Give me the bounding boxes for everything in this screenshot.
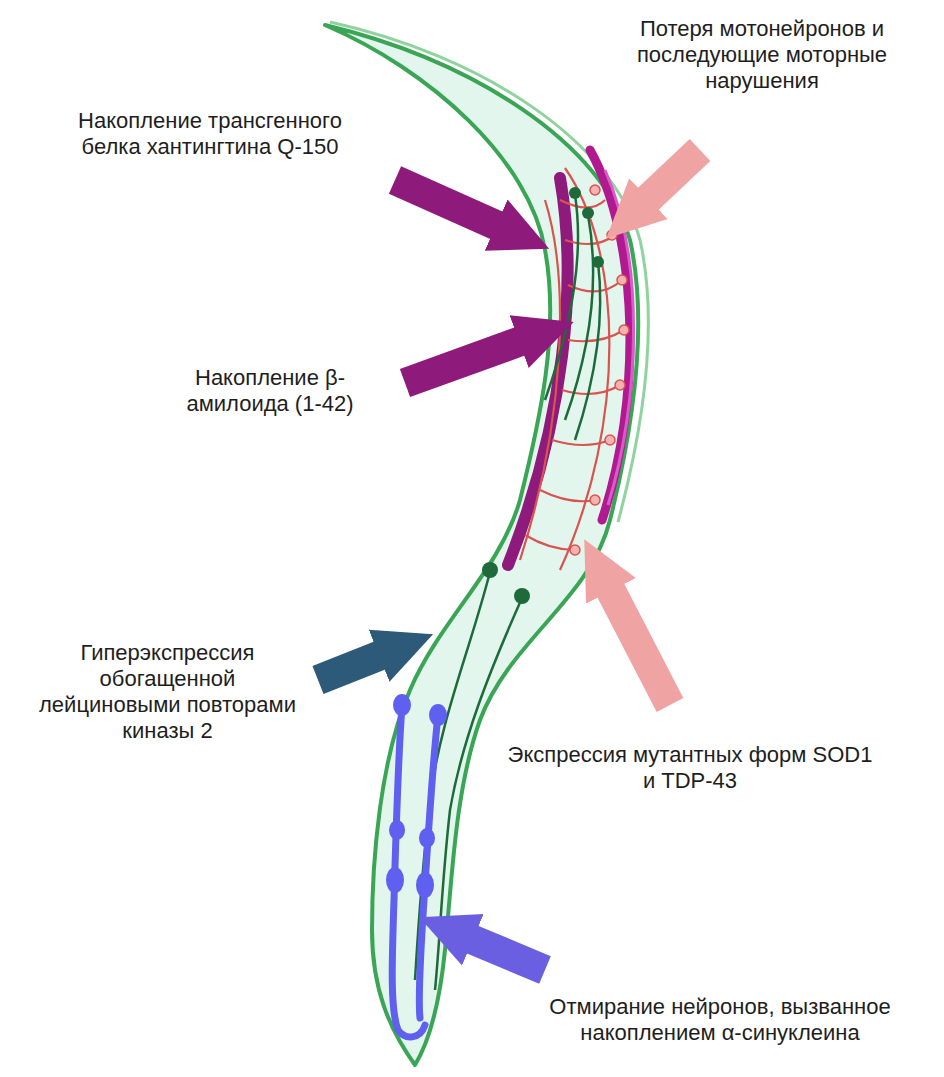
green-neuron-bodies xyxy=(482,187,604,604)
callout-label: Гиперэкспрессия обогащенной лейциновыми … xyxy=(30,640,305,744)
green-neurons xyxy=(415,195,600,990)
callout-label: Накопление β-амилоида (1-42) xyxy=(160,365,380,417)
callout-label: Потеря мотонейронов и последующие моторн… xyxy=(612,16,912,94)
pointer-arrows xyxy=(318,150,700,970)
callout-label: Накопление трансгенного белка хантингтин… xyxy=(60,108,360,160)
callout-label: Отмирание нейронов, вызванное накопление… xyxy=(505,994,935,1046)
muscle-band xyxy=(508,178,568,565)
blue-neuron-bodies xyxy=(386,694,447,898)
callout-label: Экспрессия мутантных форм SOD1 и TDP-43 xyxy=(500,742,880,794)
worm-rim xyxy=(330,22,648,522)
motor-neurons xyxy=(520,168,624,570)
worm-body xyxy=(325,25,638,1065)
